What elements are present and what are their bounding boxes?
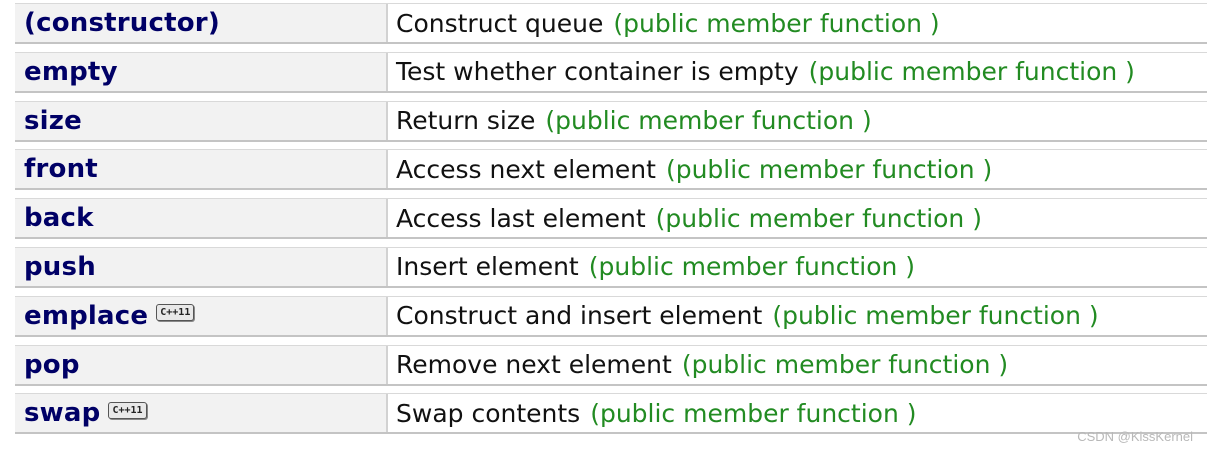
kind-text: (public member function ) bbox=[681, 350, 1009, 380]
table-row: pop Remove next element (public member f… bbox=[15, 344, 1207, 386]
kind-text: (public member function ) bbox=[613, 8, 940, 38]
description-text: Access next element bbox=[396, 154, 656, 184]
description-cell: Construct queue (public member function … bbox=[388, 4, 1207, 42]
member-function-table: (constructor) Construct queue (public me… bbox=[15, 3, 1207, 442]
kind-text: (public member function ) bbox=[808, 57, 1135, 87]
function-name-link[interactable]: size bbox=[24, 105, 82, 136]
kind-text: (public member function ) bbox=[588, 252, 916, 282]
function-name-link[interactable]: empty bbox=[24, 56, 118, 87]
kind-text: (public member function ) bbox=[590, 398, 917, 428]
function-name-link[interactable]: push bbox=[24, 251, 96, 282]
table-row: (constructor) Construct queue (public me… bbox=[15, 3, 1207, 44]
description-cell: Return size (public member function ) bbox=[388, 101, 1207, 140]
function-name-link[interactable]: pop bbox=[24, 349, 80, 380]
cpp11-badge-icon: C++11 bbox=[108, 401, 147, 419]
name-cell: back bbox=[15, 199, 388, 238]
description-cell: Access last element (public member funct… bbox=[388, 199, 1207, 238]
name-cell: empty bbox=[15, 52, 388, 91]
function-name-link[interactable]: front bbox=[24, 154, 98, 185]
table-row: back Access last element (public member … bbox=[15, 198, 1207, 240]
description-text: Remove next element bbox=[396, 350, 672, 380]
description-text: Test whether container is empty bbox=[396, 57, 799, 87]
description-cell: Remove next element (public member funct… bbox=[388, 345, 1207, 384]
name-cell: size bbox=[15, 101, 388, 140]
watermark: CSDN @KissKernel bbox=[1077, 429, 1193, 444]
description-cell: Insert element (public member function ) bbox=[388, 247, 1207, 286]
name-cell: swap C++11 bbox=[15, 394, 388, 433]
kind-text: (public member function ) bbox=[655, 203, 982, 233]
function-name-link[interactable]: (constructor) bbox=[24, 8, 220, 38]
name-cell: front bbox=[15, 150, 388, 189]
description-cell: Swap contents (public member function ) bbox=[388, 394, 1207, 433]
table-row: push Insert element (public member funct… bbox=[15, 246, 1207, 288]
name-cell: push bbox=[15, 247, 388, 286]
description-text: Swap contents bbox=[396, 398, 581, 428]
kind-text: (public member function ) bbox=[545, 106, 872, 136]
description-cell: Construct and insert element (public mem… bbox=[388, 296, 1207, 335]
description-text: Construct and insert element bbox=[396, 301, 763, 331]
table-row: swap C++11 Swap contents (public member … bbox=[15, 393, 1207, 435]
function-name-link[interactable]: back bbox=[24, 203, 94, 234]
function-name-link[interactable]: emplace bbox=[24, 300, 149, 331]
table-row: front Access next element (public member… bbox=[15, 149, 1207, 191]
description-text: Construct queue bbox=[396, 8, 604, 38]
description-text: Return size bbox=[396, 106, 536, 136]
name-cell: (constructor) bbox=[15, 4, 388, 42]
cpp11-badge-icon: C++11 bbox=[156, 304, 195, 322]
table-row: empty Test whether container is empty (p… bbox=[15, 51, 1207, 93]
description-cell: Test whether container is empty (public … bbox=[388, 52, 1207, 91]
kind-text: (public member function ) bbox=[772, 301, 1099, 331]
table-row: emplace C++11 Construct and insert eleme… bbox=[15, 295, 1207, 337]
table-row: size Return size (public member function… bbox=[15, 100, 1207, 142]
function-name-link[interactable]: swap bbox=[24, 398, 101, 429]
name-cell: emplace C++11 bbox=[15, 296, 388, 335]
kind-text: (public member function ) bbox=[665, 154, 993, 184]
name-cell: pop bbox=[15, 345, 388, 384]
description-text: Insert element bbox=[396, 252, 579, 282]
description-cell: Access next element (public member funct… bbox=[388, 150, 1207, 189]
description-text: Access last element bbox=[396, 203, 646, 233]
